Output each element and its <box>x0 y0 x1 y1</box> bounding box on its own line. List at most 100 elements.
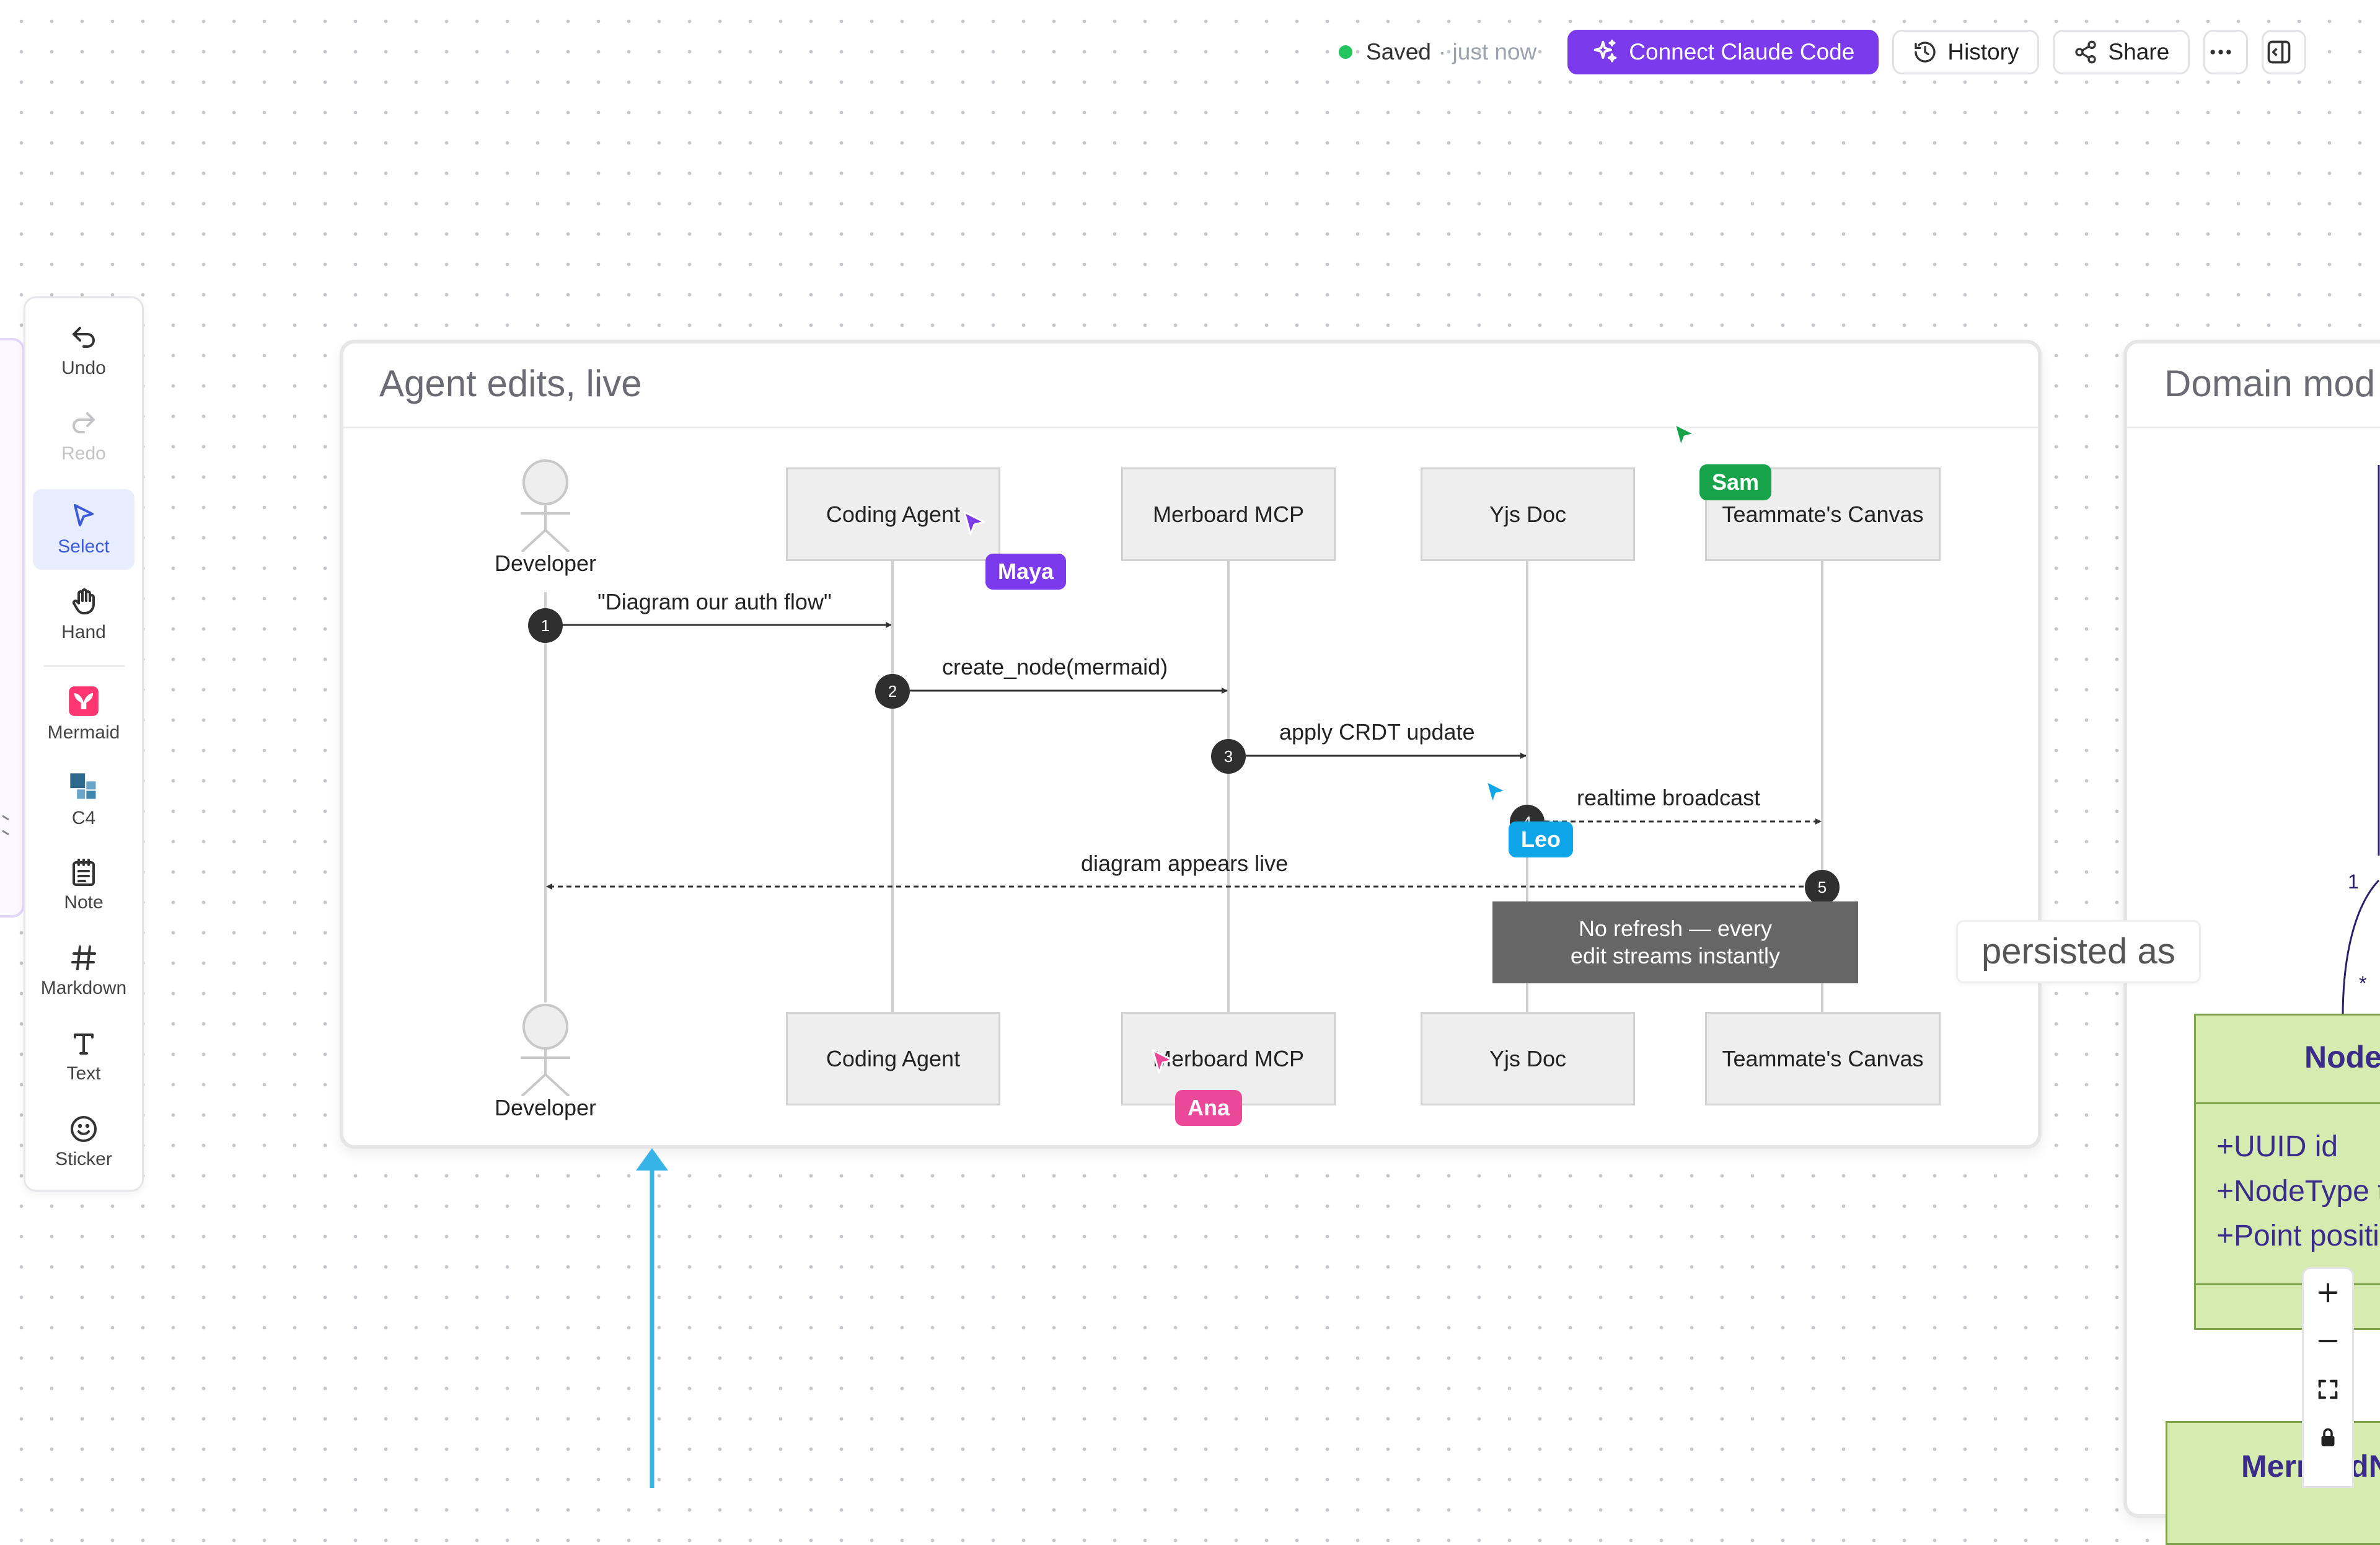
lifeline-merboard-mcp <box>1227 561 1230 1012</box>
history-button[interactable]: History <box>1892 30 2040 74</box>
participant-teammate-canvas-top: Teammate's Canvas <box>1705 467 1941 561</box>
sequence-number-3: 3 <box>1211 739 1246 774</box>
actor-developer-bottom-icon <box>521 1004 570 1096</box>
lifeline-developer <box>544 592 547 1003</box>
cursor-maya-icon <box>963 511 985 536</box>
lifeline-yjs-doc <box>1526 561 1528 1012</box>
frame-domain-title[interactable]: Domain mod <box>2164 363 2376 404</box>
mermaid-logo-icon <box>69 686 99 716</box>
actor-developer-top-icon <box>521 459 570 552</box>
saved-status-dot <box>1339 45 1352 59</box>
edge-label-persisted-as[interactable]: persisted as <box>1956 920 2201 983</box>
text-label: Text <box>66 1063 101 1084</box>
multiplicity-one: 1 <box>2348 870 2359 893</box>
note-label: Note <box>64 892 104 913</box>
redo-icon <box>73 412 95 433</box>
actor-label-top: Developer <box>494 551 597 576</box>
note-icon <box>73 859 95 886</box>
zoom-in-button[interactable] <box>2304 1269 2352 1316</box>
multiplicity-many: * <box>2359 972 2367 994</box>
lock-icon <box>2321 1428 2335 1446</box>
more-horizontal-icon <box>2210 50 2231 55</box>
c4-label: C4 <box>71 808 96 828</box>
smiley-icon <box>71 1116 97 1142</box>
frame-domain-divider <box>2127 427 2380 428</box>
sparkle-icon <box>1593 39 1617 63</box>
lifeline-coding-agent <box>891 561 894 1012</box>
participant-teammate-canvas-bottom: Teammate's Canvas <box>1705 1012 1941 1105</box>
connect-claude-code-button[interactable]: Connect Claude Code <box>1567 30 1879 74</box>
cursor-label-maya: Maya <box>985 554 1067 590</box>
more-options-button[interactable] <box>2203 30 2249 74</box>
share-button[interactable]: Share <box>2053 30 2190 74</box>
share-icon <box>2075 40 2097 64</box>
uml-class-divider-2 <box>2194 1283 2380 1285</box>
frame-header-divider <box>343 427 2038 428</box>
cursor-ana-icon <box>1152 1049 1174 1074</box>
fit-screen-icon <box>2318 1379 2338 1399</box>
message-label-2: create_node(mermaid) <box>942 654 1168 680</box>
cursor-label-sam: Sam <box>1699 464 1772 500</box>
hash-icon <box>71 945 96 970</box>
offscreen-frame-left[interactable] <box>0 338 25 918</box>
cursor-label-ana: Ana <box>1175 1090 1243 1126</box>
message-label-4: realtime broadcast <box>1577 785 1761 810</box>
saved-time: · just now <box>1438 39 1537 64</box>
markdown-tool[interactable]: Markdown <box>33 931 134 1011</box>
undo-tool[interactable]: Undo <box>33 311 134 391</box>
plus-icon <box>2318 1283 2338 1303</box>
c4-blocks-icon <box>70 773 96 799</box>
actor-label-bottom: Developer <box>494 1095 597 1120</box>
mermaid-tool[interactable]: Mermaid <box>33 674 134 755</box>
fit-view-button[interactable] <box>2304 1366 2352 1413</box>
note-line-1: No refresh — every <box>1578 916 1773 941</box>
note-line-2: edit streams instantly <box>1570 943 1781 968</box>
top-bar: Saved · just now Connect Claude Code His… <box>1339 29 2307 76</box>
share-label: Share <box>2108 39 2170 64</box>
sticker-label: Sticker <box>55 1149 112 1169</box>
toggle-panel-button[interactable] <box>2262 30 2307 74</box>
hand-icon <box>72 588 95 614</box>
note-tool[interactable]: Note <box>33 845 134 926</box>
minus-icon <box>2318 1340 2338 1342</box>
pointer-icon <box>74 504 94 526</box>
lock-canvas-button[interactable] <box>2304 1414 2352 1461</box>
zoom-out-button[interactable] <box>2304 1317 2352 1365</box>
participant-coding-agent-bottom: Coding Agent <box>786 1012 1000 1105</box>
participant-yjs-doc-top: Yjs Doc <box>1421 467 1635 561</box>
mermaid-label: Mermaid <box>47 722 120 743</box>
redo-tool[interactable]: Redo <box>33 396 134 477</box>
text-icon <box>74 1034 94 1055</box>
cursor-sam-icon <box>1673 423 1696 448</box>
uml-class-divider <box>2194 1102 2380 1104</box>
text-tool[interactable]: Text <box>33 1016 134 1097</box>
panel-collapse-icon <box>2267 40 2291 64</box>
message-label-1: "Diagram our auth flow" <box>597 589 832 614</box>
uml-field-position: +Point positi <box>2216 1220 2379 1252</box>
history-icon <box>1915 42 1936 63</box>
uml-class-node-title: Node <box>2304 1040 2380 1074</box>
participant-merboard-mcp-top: Merboard MCP <box>1121 467 1336 561</box>
tool-palette: Undo Redo Select Hand Mermaid <box>24 296 144 1192</box>
sequence-number-1: 1 <box>528 608 563 643</box>
hand-tool[interactable]: Hand <box>33 575 134 655</box>
zoom-controls <box>2302 1267 2354 1488</box>
sequence-number-2: 2 <box>875 674 910 709</box>
message-label-5: diagram appears live <box>1081 851 1289 876</box>
message-arrows <box>545 622 1822 890</box>
blue-connector[interactable] <box>632 1141 672 1488</box>
select-tool[interactable]: Select <box>33 489 134 570</box>
left-edge-connector <box>2 815 9 836</box>
frame-title[interactable]: Agent edits, live <box>379 363 642 404</box>
c4-tool[interactable]: C4 <box>33 759 134 840</box>
sticker-tool[interactable]: Sticker <box>33 1102 134 1182</box>
sequence-note: No refresh — every edit streams instantl… <box>1492 901 1858 983</box>
hand-label: Hand <box>61 622 106 642</box>
undo-label: Undo <box>61 358 106 378</box>
uml-association-line <box>2342 465 2380 1017</box>
sequence-number-5: 5 <box>1805 870 1840 905</box>
lifeline-teammate-canvas <box>1821 561 1823 1012</box>
uml-field-id: +UUID id <box>2216 1130 2338 1163</box>
select-label: Select <box>58 536 110 557</box>
cursor-label-leo: Leo <box>1509 821 1574 857</box>
